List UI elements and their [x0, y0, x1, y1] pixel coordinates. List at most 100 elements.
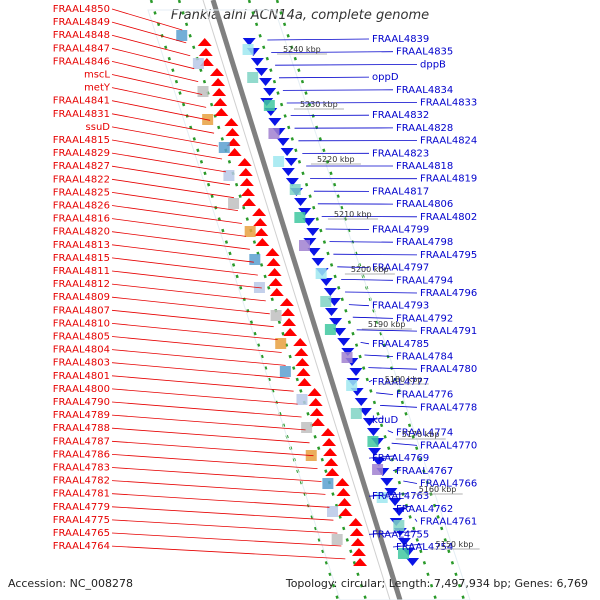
dotted-track-0 [149, 0, 340, 600]
left-gene-label: FRAAL4822 [53, 174, 110, 185]
left-leader-line [111, 388, 298, 405]
red-gene-arrow-33 [296, 368, 311, 376]
blue-gene-arrow-52 [406, 558, 420, 566]
scale-mark-label: 5220 kbp [317, 155, 355, 164]
right-gene-label: FRAAL4832 [372, 110, 429, 121]
blue-gene-arrow-21 [307, 248, 321, 256]
right-leader-line [368, 379, 373, 383]
left-leader-line [111, 218, 246, 237]
domain-block-21 [324, 324, 336, 335]
blue-gene-arrow-11 [280, 148, 294, 156]
left-gene-label: FRAAL4789 [53, 410, 110, 421]
red-gene-arrow-11 [227, 148, 242, 156]
left-leader-line [111, 139, 223, 160]
left-leader-line [111, 231, 250, 250]
left-leader-line [111, 323, 278, 340]
left-gene-label: FRAAL4805 [53, 332, 110, 343]
scale-mark-label: 5230 kbp [300, 100, 338, 109]
right-gene-label: FRAAL4834 [396, 85, 453, 96]
domain-block-36 [331, 534, 343, 545]
left-gene-label: FRAAL4831 [53, 109, 110, 120]
left-gene-label: FRAAL4811 [53, 266, 110, 277]
blue-gene-arrow-2 [250, 58, 264, 66]
left-leader-line [111, 545, 346, 560]
left-leader-line [111, 283, 266, 302]
red-gene-arrow-41 [323, 448, 338, 456]
left-leader-line [111, 270, 262, 289]
red-gene-arrow-43 [325, 468, 340, 476]
red-gene-arrow-9 [225, 128, 240, 136]
red-gene-arrow-51 [351, 548, 366, 556]
left-leader-line [111, 532, 342, 547]
domain-block-7 [268, 128, 280, 139]
right-leader-line [364, 354, 394, 357]
right-gene-label: FRAAL4755 [372, 529, 429, 540]
scale-mark-label: 5240 kbp [283, 45, 321, 54]
red-gene-arrow-40 [322, 438, 337, 446]
blue-gene-arrow-36 [354, 398, 368, 406]
left-gene-label: metY [84, 83, 111, 94]
blue-gene-arrow-46 [388, 498, 402, 506]
right-leader-line [368, 455, 396, 459]
red-gene-arrow-23 [267, 268, 282, 276]
blue-gene-arrow-39 [366, 428, 380, 436]
left-leader-line [111, 61, 199, 82]
red-gene-arrow-36 [308, 398, 323, 406]
red-gene-arrow-21 [265, 248, 280, 256]
right-gene-label: FRAAL4793 [372, 301, 429, 312]
blue-gene-arrow-41 [368, 448, 382, 456]
left-gene-label: FRAAL4775 [53, 515, 110, 526]
left-leader-line [111, 336, 282, 353]
gene-features [176, 30, 420, 566]
left-gene-label: FRAAL4809 [53, 292, 110, 303]
right-leader-line [345, 291, 418, 294]
red-gene-arrow-15 [240, 188, 255, 196]
left-leader-line [111, 47, 195, 70]
red-gene-arrow-48 [348, 518, 363, 526]
right-leader-line [368, 367, 418, 370]
left-gene-label: FRAAL4779 [53, 502, 110, 513]
red-gene-arrow-16 [242, 198, 257, 206]
left-leader-line [111, 192, 238, 211]
red-gene-arrow-3 [209, 68, 224, 76]
left-gene-label: FRAAL4847 [53, 43, 110, 54]
left-leader-line [111, 362, 290, 379]
map-title: Frankia alni ACN14a, complete genome [170, 8, 430, 23]
red-gene-arrow-5 [212, 88, 227, 96]
left-gene-label: FRAAL4815 [53, 253, 110, 264]
right-gene-label: FRAAL4785 [372, 339, 429, 350]
left-gene-label: FRAAL4813 [53, 240, 110, 251]
left-leader-line [111, 296, 270, 315]
blue-gene-arrow-27 [324, 308, 338, 316]
red-gene-arrow-18 [253, 218, 268, 226]
scale-mark-label: 5190 kbp [368, 320, 406, 329]
right-leader-line [376, 392, 394, 395]
right-gene-label: FRAAL4763 [372, 491, 429, 502]
left-gene-label: FRAAL4848 [53, 30, 110, 41]
domain-block-33 [376, 492, 388, 503]
right-leader-line [368, 417, 384, 421]
left-gene-label: FRAAL4800 [53, 384, 110, 395]
blue-gene-arrow-22 [311, 258, 325, 266]
right-gene-label: FRAAL4797 [372, 263, 429, 274]
right-leader-line [392, 468, 400, 472]
blue-gene-arrow-38 [362, 418, 376, 426]
domain-block-32 [322, 478, 334, 489]
red-gene-arrow-31 [294, 348, 309, 356]
left-leader-line [111, 454, 318, 469]
left-leader-line [111, 506, 334, 521]
scale-mark-label: 5170 kbp [402, 430, 440, 439]
right-leader-line [414, 518, 418, 522]
scale-mark-label: 5210 kbp [334, 210, 372, 219]
left-gene-label: FRAAL4787 [53, 436, 110, 447]
right-gene-label: FRAAL4776 [396, 390, 453, 401]
left-gene-label: FRAAL4849 [53, 17, 110, 28]
left-leader-line [111, 152, 227, 173]
right-gene-label: FRAAL4833 [420, 98, 477, 109]
red-gene-arrow-25 [269, 288, 284, 296]
blue-gene-arrow-37 [358, 408, 372, 416]
blue-gene-arrow-42 [372, 458, 386, 466]
dotted-track-1 [177, 0, 368, 600]
